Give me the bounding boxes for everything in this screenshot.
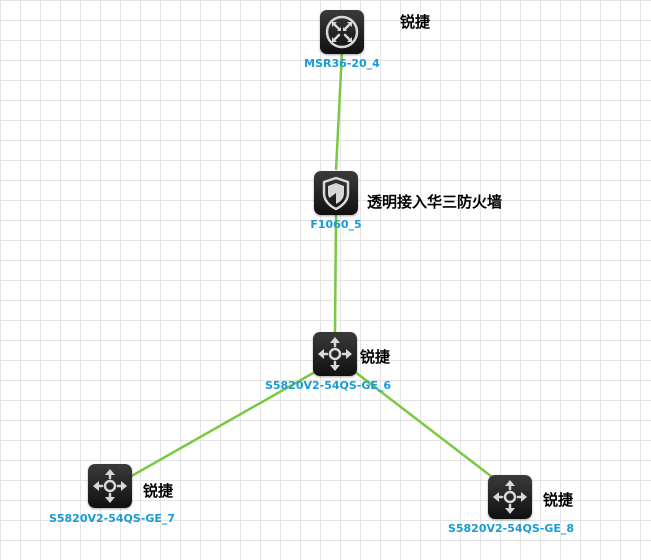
link-sw6-sw8[interactable]	[349, 367, 497, 481]
node-label-ge6: S5820V2-54QS-GE_6	[264, 379, 392, 392]
firewall-node-f1060[interactable]	[314, 171, 358, 215]
node-note-f1060: 透明接入华三防火墙	[367, 193, 503, 211]
router-node-msr36[interactable]	[320, 10, 364, 54]
link-fw-sw6[interactable]	[333, 213, 338, 333]
switch-icon	[318, 337, 352, 371]
switch-node-ge8[interactable]	[488, 475, 532, 519]
link-msr-fw[interactable]	[334, 51, 344, 171]
node-label-ge7: S5820V2-54QS-GE_7	[48, 512, 176, 525]
node-note-msr36: 锐捷	[400, 13, 431, 31]
switch-icon	[493, 480, 527, 514]
switch-icon	[93, 469, 127, 503]
node-label-msr36: MSR36-20_4	[304, 57, 380, 70]
node-note-ge7: 锐捷	[143, 482, 174, 500]
firewall-icon	[322, 176, 350, 211]
switch-node-ge7[interactable]	[88, 464, 132, 508]
link-sw6-sw7[interactable]	[127, 366, 323, 480]
router-icon	[325, 15, 359, 49]
node-label-ge8: S5820V2-54QS-GE_8	[447, 522, 575, 535]
node-label-f1060: F1060_5	[310, 218, 362, 231]
switch-node-ge6[interactable]	[313, 332, 357, 376]
node-note-ge6: 锐捷	[360, 348, 391, 366]
node-note-ge8: 锐捷	[543, 491, 574, 509]
